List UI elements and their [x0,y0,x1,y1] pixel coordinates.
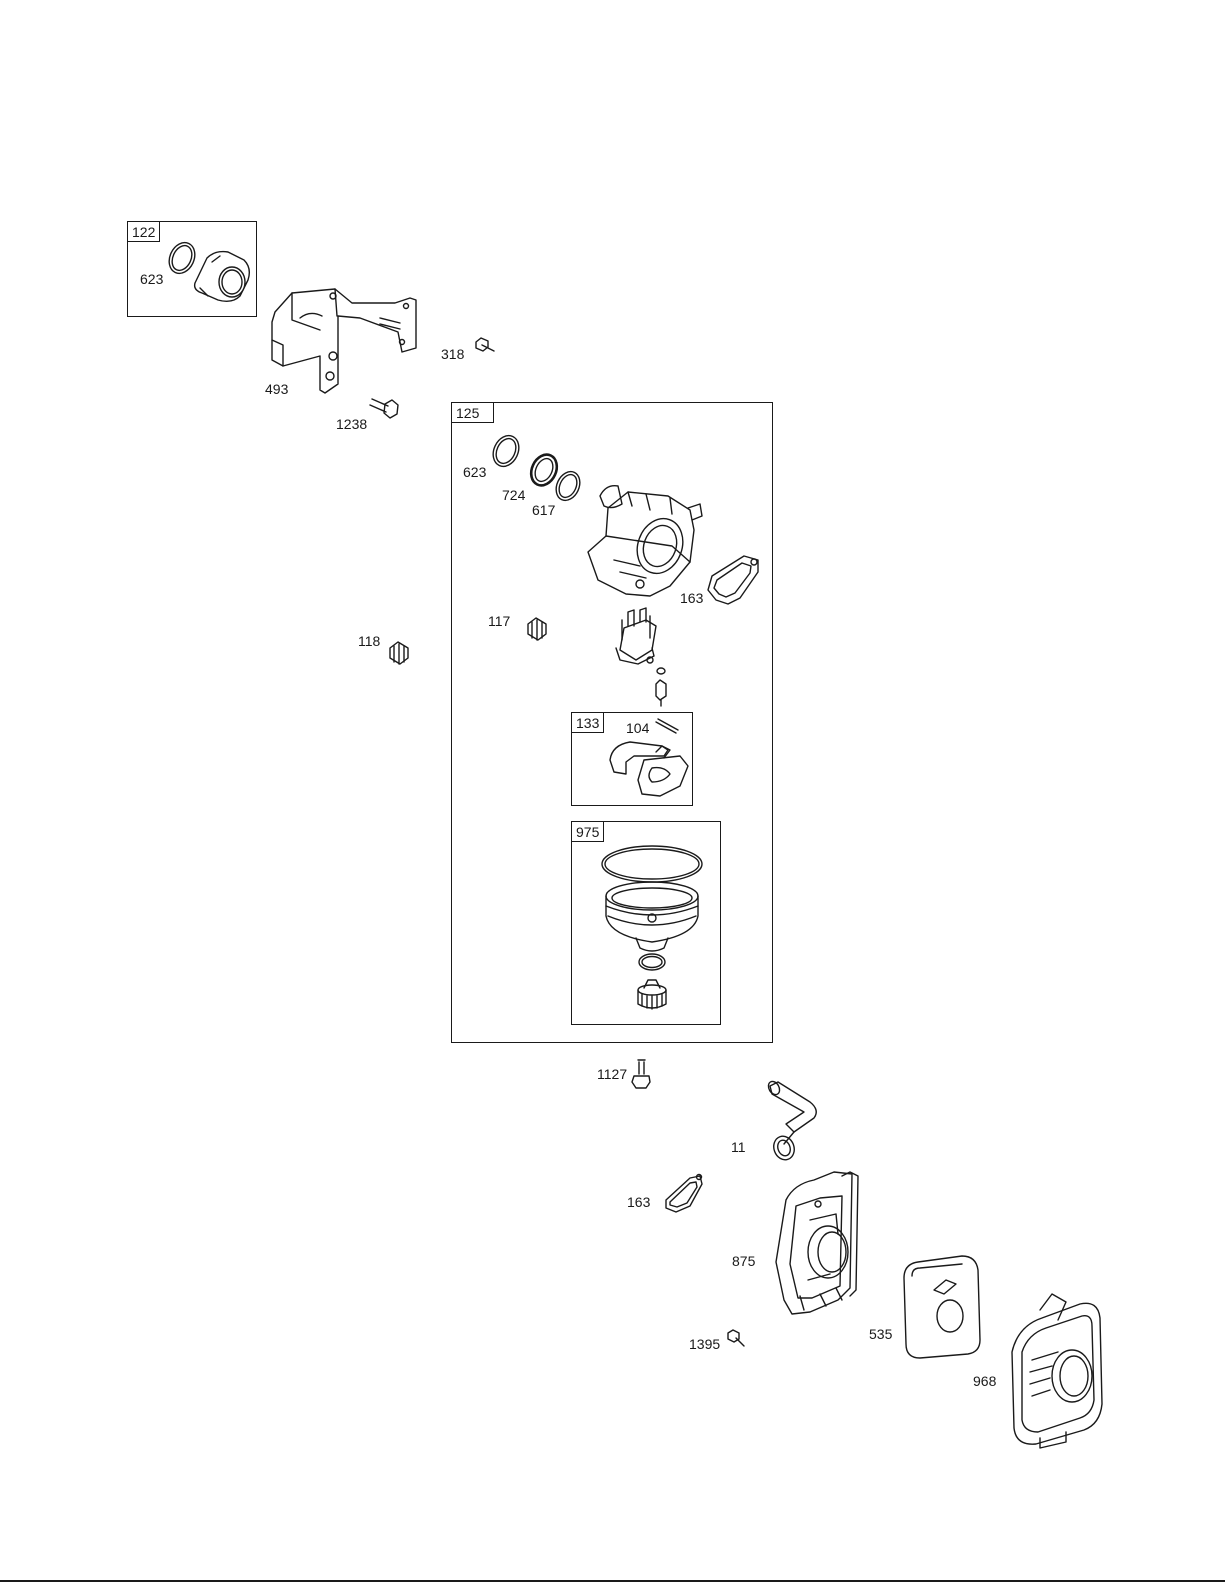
part-bolt-1127 [632,1060,650,1088]
bottom-rule [0,1580,1225,1582]
part-air-cleaner-cover-968 [1012,1294,1102,1448]
callout-104: 104 [626,721,649,735]
callout-968: 968 [973,1374,996,1388]
callout-1238: 1238 [336,417,367,431]
callout-875: 875 [732,1254,755,1268]
part-float [610,742,688,796]
callout-11: 11 [731,1140,746,1154]
callout-617: 617 [532,503,555,517]
part-spring-118 [390,642,408,664]
part-pin-104 [656,719,678,733]
part-screw-1395 [728,1330,744,1346]
callout-724: 724 [502,488,525,502]
part-spring-117 [528,618,546,640]
callout-623-kit122: 623 [140,272,163,286]
part-bowl-gasket [602,846,702,882]
part-filter-535 [904,1256,980,1358]
part-needle-valve [656,680,666,706]
part-screw-318 [476,338,494,351]
part-washer [657,668,665,674]
part-float-bowl [606,882,698,951]
part-bolt-1238 [370,399,398,418]
part-fuel-valve-assembly [616,608,656,664]
callout-318: 318 [441,347,464,361]
part-gasket-163 [666,1175,702,1213]
part-carburetor-body [588,486,702,596]
callout-1127: 1127 [597,1067,627,1081]
callout-117: 117 [488,614,510,628]
part-bowl-nut [638,980,666,1009]
part-o-ring-623-kit125 [488,431,523,470]
part-bracket-493 [272,289,416,393]
part-o-ring-623-kit122 [164,238,199,277]
callout-493: 493 [265,382,288,396]
part-air-cleaner-base-875 [776,1172,858,1314]
part-gasket-163-kit125 [708,556,758,604]
callout-163: 163 [627,1195,650,1209]
callout-1395: 1395 [689,1337,720,1351]
part-gasket-724 [526,450,561,489]
part-breather-tube-11 [766,1079,816,1162]
callout-163-kit125: 163 [680,591,703,605]
callout-623-kit125: 623 [463,465,486,479]
part-elbow-fitting-122 [195,252,250,302]
part-bowl-o-ring [639,954,665,970]
callout-118: 118 [358,634,380,648]
callout-535: 535 [869,1327,892,1341]
